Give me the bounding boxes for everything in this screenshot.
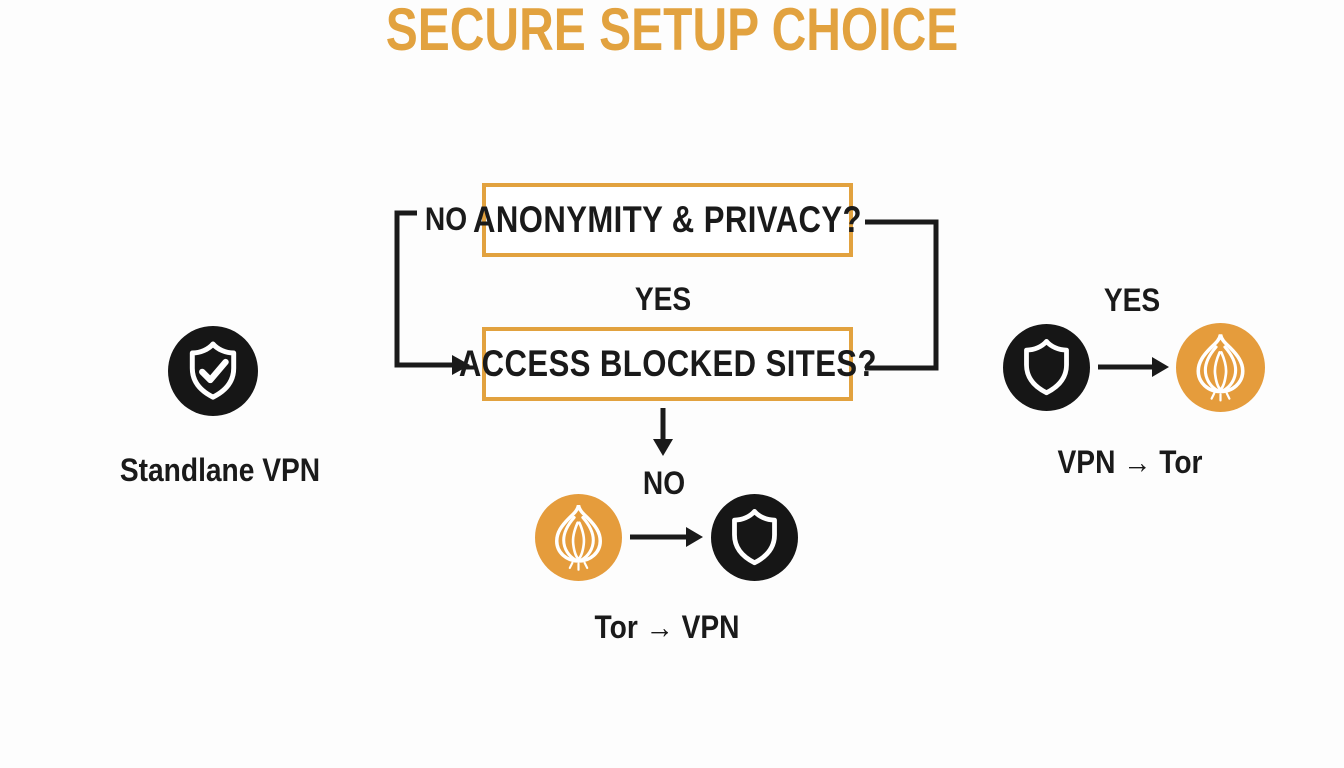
question-box-blocked-sites-label: ACCESS BLOCKED SITES? bbox=[458, 343, 877, 384]
no-left-label: NO bbox=[424, 201, 468, 237]
onion-icon bbox=[1176, 323, 1265, 412]
question-box-blocked-sites: ACCESS BLOCKED SITES? bbox=[458, 327, 876, 401]
vpn-to-tor-label: VPN → Tor bbox=[1057, 444, 1203, 480]
question-box-anonymity: ANONYMITY & PRIVACY? bbox=[473, 183, 862, 257]
onion-icon bbox=[535, 494, 622, 581]
arrowhead-right-icon bbox=[1152, 357, 1169, 377]
no-bottom-label: NO bbox=[642, 465, 686, 501]
shield-icon bbox=[711, 494, 798, 581]
shield-check-icon bbox=[168, 326, 258, 416]
yes-center-label: YES bbox=[634, 281, 692, 317]
tor-to-vpn-label: Tor → VPN bbox=[594, 609, 740, 645]
question-box-anonymity-label: ANONYMITY & PRIVACY? bbox=[473, 199, 862, 240]
page-title: SECURE SETUP CHOICE bbox=[385, 0, 959, 63]
yes-right-label: YES bbox=[1103, 282, 1161, 318]
down-arrow bbox=[653, 408, 673, 456]
vpn-to-tor-arrow bbox=[1098, 357, 1169, 377]
arrowhead-right-icon bbox=[686, 527, 703, 547]
shield-icon bbox=[1003, 324, 1090, 411]
standalone-vpn-label: Standlane VPN bbox=[119, 452, 321, 488]
tor-to-vpn-arrow bbox=[630, 527, 703, 547]
arrowhead-down-icon bbox=[653, 439, 673, 456]
